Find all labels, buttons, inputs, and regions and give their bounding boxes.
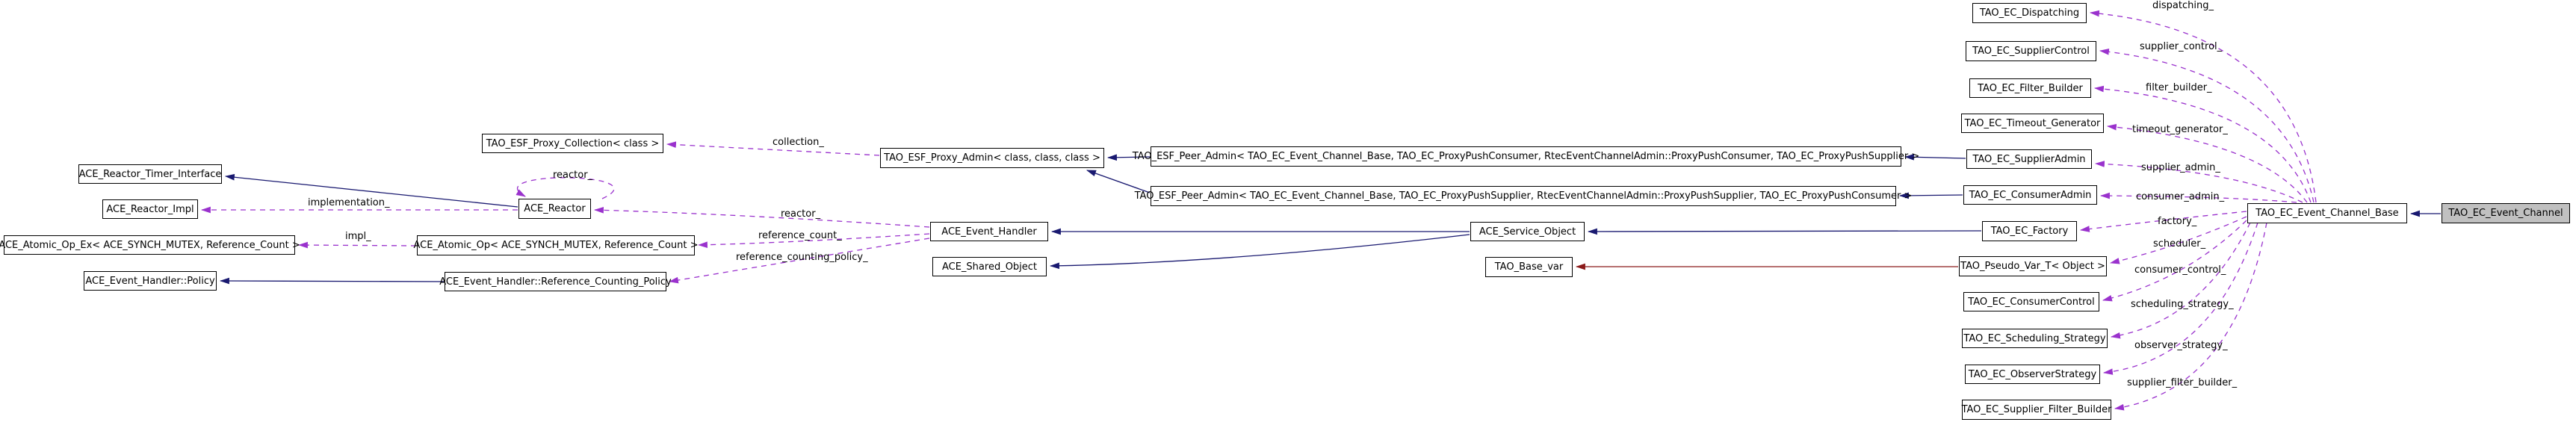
edge-label-consumer-control: consumer_control_ <box>2134 264 2226 276</box>
edge-tao-ec-factory--ace-service-object <box>1587 228 1982 235</box>
node-ace-reactor-impl[interactable]: ACE_Reactor_Impl <box>102 199 198 219</box>
edge-label-supplier-control: supplier_control_ <box>2140 41 2223 52</box>
node-tao-ec-event-channel: TAO_EC_Event_Channel <box>2442 203 2570 223</box>
edge-label-observer-strategy: observer_strategy_ <box>2134 340 2228 351</box>
node-ace-reactor-timer-interface[interactable]: ACE_Reactor_Timer_Interface <box>78 164 222 184</box>
edge-tao-ec-event-channel-base--tao-ec-scheduling-strategy <box>2110 222 2251 339</box>
node-tao-pseudo-var-t[interactable]: TAO_Pseudo_Var_T< Object > <box>1959 256 2107 276</box>
edge-tao-ec-supplier-admin--tao-esf-peer-admin-consumer <box>1904 153 1966 161</box>
edge-label-reference-count: reference_count_ <box>758 230 842 241</box>
node-tao-esf-peer-admin-consumer[interactable]: TAO_ESF_Peer_Admin< TAO_EC_Event_Channel… <box>1133 146 1919 167</box>
node-ace-event-handler-ref-counting-policy[interactable]: ACE_Event_Handler::Reference_Counting_Po… <box>439 272 672 291</box>
edge-label-factory: factory_ <box>2158 216 2197 227</box>
edge-ace-event-handler--ace-reactor <box>593 207 930 228</box>
node-tao-ec-filter-builder[interactable]: TAO_EC_Filter_Builder <box>1969 78 2091 98</box>
edge-label-scheduler: scheduler_ <box>2153 238 2206 249</box>
node-tao-ec-consumer-admin[interactable]: TAO_EC_ConsumerAdmin <box>1963 185 2097 205</box>
node-tao-ec-observer-strategy[interactable]: TAO_EC_ObserverStrategy <box>1965 365 2100 384</box>
edge-ace-event-handler--ace-event-handler-ref-counting-policy <box>668 238 930 284</box>
node-tao-ec-dispatching[interactable]: TAO_EC_Dispatching <box>1972 3 2087 23</box>
edge-label-supplier-admin: supplier_admin_ <box>2141 162 2220 173</box>
edge-ace-event-handler--ace-atomic-op <box>697 233 930 249</box>
node-tao-ec-event-channel-base[interactable]: TAO_EC_Event_Channel_Base <box>2247 203 2407 223</box>
node-tao-esf-proxy-admin[interactable]: TAO_ESF_Proxy_Admin< class, class, class… <box>880 148 1104 168</box>
edge-label-supplier-filter-builder: supplier_filter_builder_ <box>2127 377 2238 388</box>
edge-tao-ec-event-channel-base--tao-ec-supplier-control <box>2099 48 2315 203</box>
edge-tao-ec-event-channel-base--tao-ec-factory <box>2079 211 2247 232</box>
edge-ace-atomic-op--ace-atomic-op-ex <box>297 241 417 249</box>
node-ace-atomic-op-ex[interactable]: ACE_Atomic_Op_Ex< ACE_SYNCH_MUTEX, Refer… <box>0 235 300 255</box>
edge-label-dispatching: dispatching_ <box>2152 0 2214 11</box>
edge-label-reactor: reactor_ <box>781 208 821 220</box>
edge-label-consumer-admin: consumer_admin_ <box>2136 191 2225 202</box>
node-tao-ec-consumer-control[interactable]: TAO_EC_ConsumerControl <box>1963 292 2099 311</box>
node-ace-shared-object[interactable]: ACE_Shared_Object <box>932 257 1047 276</box>
node-tao-ec-supplier-admin[interactable]: TAO_EC_SupplierAdmin <box>1966 149 2092 169</box>
edge-ace-service-object--ace-shared-object <box>1049 234 1470 270</box>
edge-tao-ec-event-channel-base--tao-ec-consumer-admin <box>2099 192 2297 203</box>
edge-tao-ec-event-channel-base--tao-ec-filter-builder <box>2093 85 2312 203</box>
node-tao-ec-supplier-control[interactable]: TAO_EC_SupplierControl <box>1966 41 2096 61</box>
node-ace-event-handler[interactable]: ACE_Event_Handler <box>930 222 1048 241</box>
edge-label-timeout-generator: timeout_generator_ <box>2132 124 2228 135</box>
edge-label-implementation: implementation_ <box>308 197 390 208</box>
edge-ace-reactor--ace-reactor-timer-interface <box>224 173 518 208</box>
edge-tao-ec-event-channel-base--tao-pseudo-var-t <box>2109 216 2247 264</box>
node-tao-esf-peer-admin-supplier[interactable]: TAO_ESF_Peer_Admin< TAO_EC_Event_Channel… <box>1135 186 1912 206</box>
edge-tao-ec-consumer-admin--tao-esf-peer-admin-supplier <box>1898 192 1963 199</box>
node-tao-ec-factory[interactable]: TAO_EC_Factory <box>1982 221 2077 241</box>
edge-label-impl: impl_ <box>345 231 371 242</box>
node-ace-reactor[interactable]: ACE_Reactor <box>518 199 591 219</box>
node-tao-ec-supplier-filter-builder[interactable]: TAO_EC_Supplier_Filter_Builder <box>1962 400 2111 420</box>
node-tao-ec-timeout-generator[interactable]: TAO_EC_Timeout_Generator <box>1961 114 2104 133</box>
node-ace-event-handler-policy[interactable]: ACE_Event_Handler::Policy <box>84 271 217 291</box>
node-tao-esf-proxy-collection[interactable]: TAO_ESF_Proxy_Collection< class > <box>482 134 663 153</box>
node-ace-service-object[interactable]: ACE_Service_Object <box>1470 222 1585 241</box>
edge-tao-ec-event-channel-base--tao-ec-supplier-admin <box>2094 161 2303 203</box>
node-tao-base-var[interactable]: TAO_Base_var <box>1485 257 1573 277</box>
edge-tao-ec-event-channel-base--tao-ec-timeout-generator <box>2106 123 2308 203</box>
node-tao-ec-scheduling-strategy[interactable]: TAO_EC_Scheduling_Strategy <box>1962 329 2108 348</box>
edge-label-reactor: reactor_ <box>553 170 593 181</box>
edge-label-reference-counting-policy: reference_counting_policy_ <box>736 252 868 263</box>
edge-ace-event-handler-ref-counting-policy--ace-event-handler-policy <box>219 277 445 285</box>
node-ace-atomic-op[interactable]: ACE_Atomic_Op< ACE_SYNCH_MUTEX, Referenc… <box>414 235 699 255</box>
edge-tao-ec-event-channel-base--tao-ec-consumer-control <box>2102 220 2247 302</box>
edge-tao-ec-event-channel-base--tao-ec-supplier-filter-builder <box>2114 222 2267 411</box>
edge-tao-esf-proxy-admin--tao-esf-proxy-collection <box>666 141 880 156</box>
edge-label-filter-builder: filter_builder_ <box>2146 82 2212 93</box>
edge-label-scheduling-strategy: scheduling_strategy_ <box>2131 299 2234 310</box>
edge-label-collection: collection_ <box>773 137 824 148</box>
edge-tao-esf-peer-admin-consumer--tao-esf-proxy-admin <box>1106 154 1151 161</box>
edge-ace-reactor--ace-reactor <box>515 177 615 199</box>
edge-tao-esf-peer-admin-supplier--tao-esf-proxy-admin <box>1086 170 1151 193</box>
